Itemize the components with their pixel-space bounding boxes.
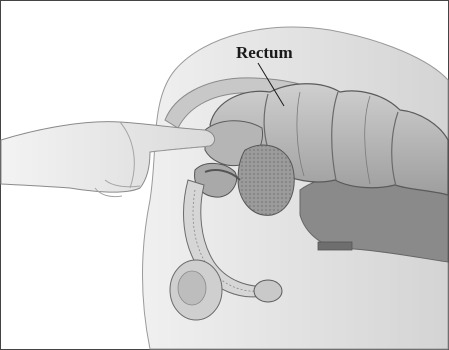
testis-inner <box>178 271 206 305</box>
bladder <box>238 145 294 215</box>
glans <box>254 280 282 302</box>
rectum-label: Rectum <box>236 43 293 62</box>
pubic-marker <box>318 242 352 250</box>
